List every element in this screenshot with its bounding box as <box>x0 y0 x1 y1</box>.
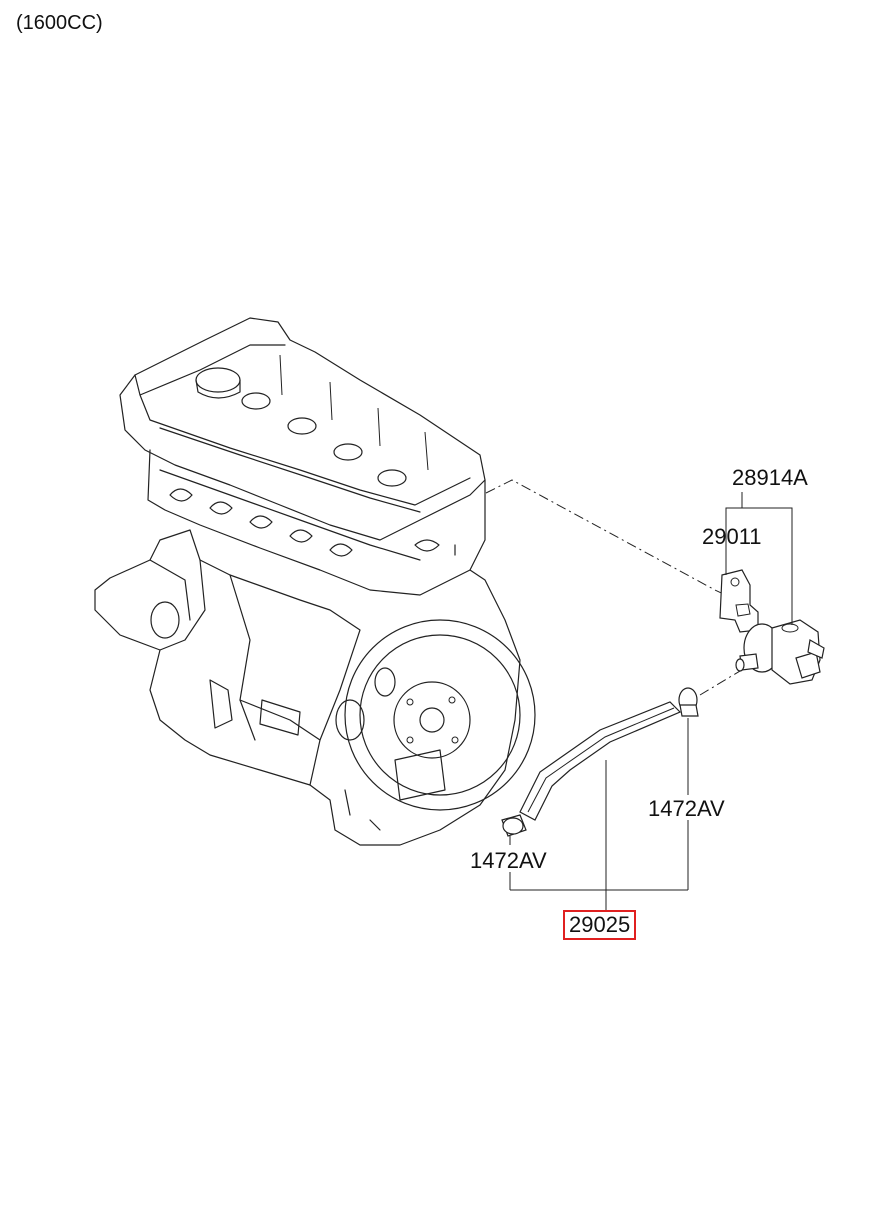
hose-29025 <box>519 701 682 821</box>
leader-lines <box>509 492 793 912</box>
label-bracket: 29011 <box>702 524 762 549</box>
valve-assembly-28914A <box>735 619 825 685</box>
clamp-lower <box>501 814 527 837</box>
bracket-29011 <box>719 569 759 633</box>
bracket-leader-dashed <box>485 479 733 599</box>
label-valve-assembly: 28914A <box>732 465 808 490</box>
label-clamp-lower: 1472AV <box>470 848 547 873</box>
label-clamp-upper: 1472AV <box>648 796 725 821</box>
label-hose-highlighted[interactable]: 29025 <box>563 910 637 940</box>
engine-block <box>94 317 536 846</box>
clamp-upper <box>678 687 699 717</box>
engine-variant-title: (1600CC) <box>16 12 103 34</box>
hose-valve-leader-dashed <box>699 667 746 696</box>
